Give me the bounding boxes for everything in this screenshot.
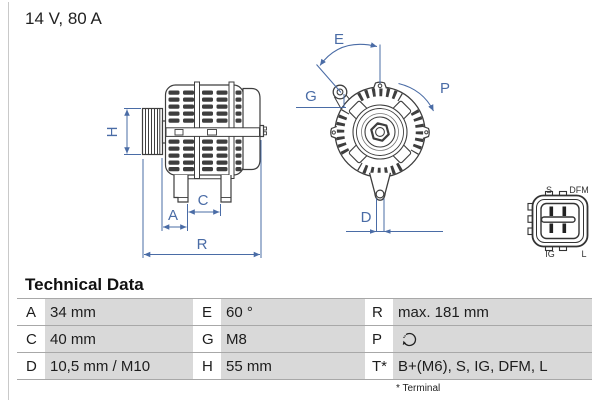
bottom-lug	[368, 172, 392, 201]
dimension-label-h: H	[104, 127, 121, 138]
dimension-label-c: C	[198, 192, 209, 209]
alternator-side-view	[141, 81, 267, 203]
table-row: A 34 mm E 60 ° R max. 181 mm	[17, 298, 592, 325]
spec-d-value: 10,5 mm / M10	[45, 353, 193, 379]
spec-d-label: D	[17, 357, 45, 375]
spec-g-label: G	[193, 330, 221, 348]
front-view-dimensions	[296, 42, 443, 234]
dimension-label-p: P	[440, 80, 450, 97]
connector-key-bar	[540, 216, 576, 223]
alternator-front-view	[330, 81, 430, 201]
dimension-label-g: G	[305, 88, 317, 105]
cooling-fins	[168, 90, 242, 172]
spec-c-value: 40 mm	[45, 326, 193, 352]
terminal-label-l: L	[581, 249, 586, 259]
spec-a-value: 34 mm	[45, 299, 193, 325]
spec-h-value: 55 mm	[221, 353, 365, 379]
spec-p-label: P	[365, 330, 393, 348]
spec-g-value: M8	[221, 326, 365, 352]
technical-drawing: H A C R	[104, 31, 589, 259]
spec-t-value: B+(M6), S, IG, DFM, L	[393, 353, 592, 379]
spec-t-label: T*	[365, 357, 393, 375]
vent-slots	[335, 87, 425, 177]
dimension-label-r: R	[197, 236, 208, 253]
terminal-label-dfm: DFM	[569, 185, 589, 195]
spec-e-value: 60 °	[221, 299, 365, 325]
technical-data-section: Technical Data A 34 mm E 60 ° R max. 181…	[17, 276, 592, 394]
connector-diagram	[527, 190, 589, 252]
rotation-direction-icon	[402, 332, 417, 346]
mounting-foot-rear	[220, 175, 232, 203]
shaft-band	[165, 127, 260, 137]
side-view-dimensions	[124, 108, 262, 258]
spec-r-label: R	[365, 303, 393, 321]
terminal-label-s: S	[546, 185, 552, 195]
left-ear	[330, 125, 338, 140]
table-row: D 10,5 mm / M10 H 55 mm T* B+(M6), S, IG…	[17, 352, 592, 379]
spec-a-label: A	[17, 303, 45, 321]
dimension-label-e: E	[334, 31, 344, 48]
spec-h-label: H	[193, 357, 221, 375]
rear-connector-tab	[259, 124, 265, 138]
dimension-label-a: A	[168, 207, 178, 224]
bottom-lug-hole-d	[375, 189, 385, 199]
right-ear	[422, 125, 430, 140]
spec-r-value: max. 181 mm	[393, 299, 592, 325]
table-row: C 40 mm G M8 P	[17, 325, 592, 352]
spec-p-value	[393, 326, 592, 352]
spec-c-label: C	[17, 330, 45, 348]
spec-e-label: E	[193, 303, 221, 321]
technical-data-heading: Technical Data	[25, 275, 144, 294]
terminal-label-ig: IG	[545, 249, 555, 259]
rating-title: 14 V, 80 A	[25, 9, 102, 28]
pulley-nut	[370, 122, 390, 142]
connector-pins	[549, 206, 567, 233]
page-left-border	[8, 2, 9, 400]
terminal-footnote: * Terminal	[396, 383, 441, 394]
dimension-label-d: D	[361, 209, 372, 226]
table-bottom-border	[17, 379, 592, 380]
